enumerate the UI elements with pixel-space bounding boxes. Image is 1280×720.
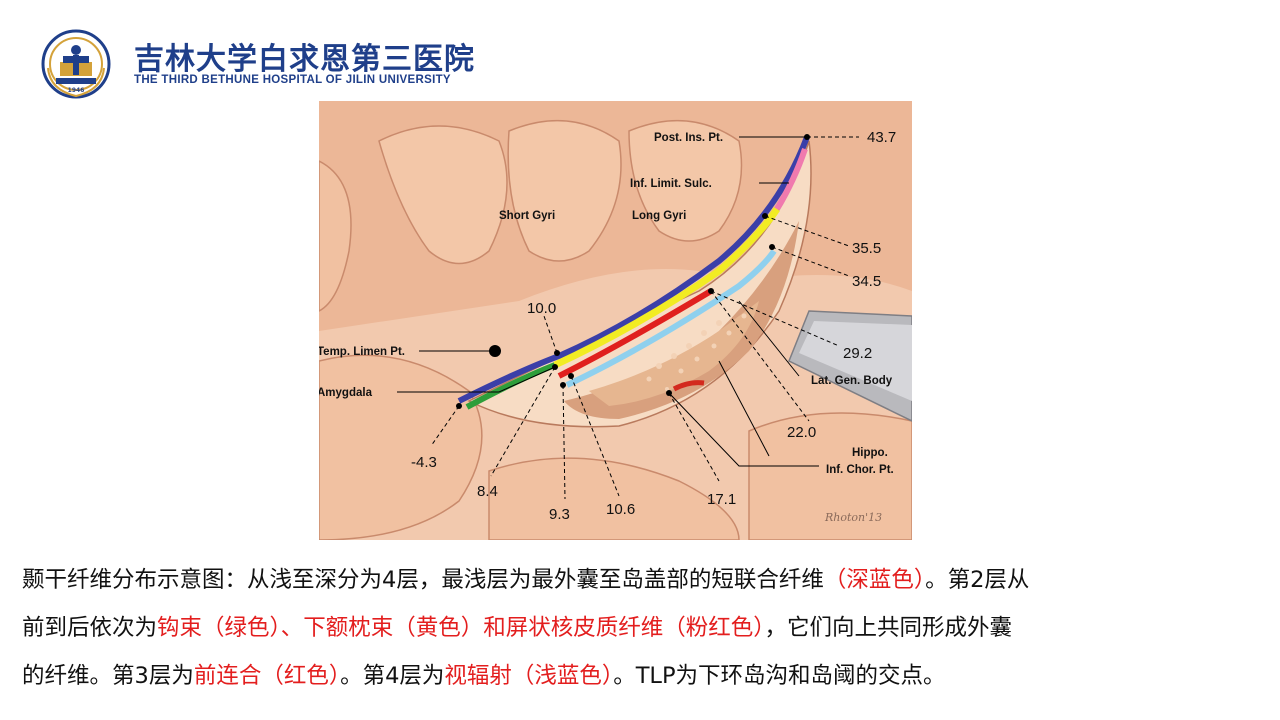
caption-highlight-deep-blue: （深蓝色）	[823, 567, 926, 593]
hospital-seal-logo: 1946	[41, 29, 111, 99]
layer-light-blue-optic-radiation	[565, 249, 777, 388]
temporal-gyrus-1	[319, 354, 483, 540]
caption-text: 。TLP为下环岛沟和岛阈的交点。	[613, 663, 946, 689]
caption-highlight-layer2: 钩束（绿色）、下额枕束（黄色）和屏状核皮质纤维（粉红色）	[157, 615, 765, 641]
long-gyrus-1	[507, 119, 622, 262]
value-43-7: 43.7	[867, 129, 896, 146]
value-10-6: 10.6	[606, 501, 635, 518]
label-amygdala: Amygdala	[319, 387, 373, 399]
caption-text: ，它们向上共同形成外囊	[764, 615, 1013, 641]
value-10-0: 10.0	[527, 300, 556, 317]
layer-yellow-ifof	[553, 207, 780, 369]
leader-lines	[397, 136, 819, 467]
value-17-1: 17.1	[707, 491, 736, 508]
choroid-plexus-dots	[646, 313, 747, 391]
artist-signature: Rhoton'13	[824, 511, 882, 524]
caption-line-3: 的纤维。第3层为前连合（红色）。第4层为视辐射（浅蓝色）。TLP为下环岛沟和岛阈…	[22, 652, 1242, 700]
label-post-ins: Post. Ins. Pt.	[654, 132, 723, 144]
layer-green-uncinate	[465, 362, 557, 410]
caption-line-2: 前到后依次为钩束（绿色）、下额枕束（黄色）和屏状核皮质纤维（粉红色），它们向上共…	[22, 604, 1242, 652]
temporal-gyrus-3	[748, 412, 912, 540]
figure-caption: 颞干纤维分布示意图：从浅至深分为4层，最浅层为最外囊至岛盖部的短联合纤维（深蓝色…	[22, 556, 1242, 700]
layer-pink-claustrocortical	[774, 148, 808, 211]
caption-text: 。第4层为	[340, 663, 445, 689]
value-34-5: 34.5	[852, 273, 881, 290]
label-temp-limen: Temp. Limen Pt.	[319, 346, 405, 358]
label-hippo: Hippo.	[852, 447, 888, 459]
hospital-header: 1946 吉林大学白求恩第三医院 THE THIRD BETHUNE HOSPI…	[36, 28, 476, 100]
layer-red-anterior-commissure	[557, 288, 713, 379]
dashed-leader-lines	[430, 136, 859, 500]
temp-limen-point	[489, 345, 501, 357]
value-8-4: 8.4	[477, 483, 498, 500]
caption-text: 前到后依次为	[22, 615, 158, 641]
short-gyrus-1	[378, 125, 508, 265]
value-22-0: 22.0	[787, 424, 816, 441]
value-neg4-3: -4.3	[411, 454, 437, 471]
hippocampus	[589, 301, 759, 406]
label-long-gyri: Long Gyri	[632, 210, 686, 222]
hospital-name-cn: 吉林大学白求恩第三医院	[134, 42, 475, 77]
temporal-gyrus-2	[488, 457, 740, 540]
hospital-name-en: THE THIRD BETHUNE HOSPITAL OF JILIN UNIV…	[134, 74, 451, 86]
seal-year: 1946	[68, 87, 85, 94]
value-9-3: 9.3	[549, 506, 570, 523]
value-35-5: 35.5	[852, 240, 881, 257]
caption-line-1: 颞干纤维分布示意图：从浅至深分为4层，最浅层为最外囊至岛盖部的短联合纤维（深蓝色…	[22, 556, 1242, 604]
frontal-operculum	[319, 160, 352, 312]
long-gyrus-2	[628, 119, 743, 242]
caption-text: 。第2层从	[925, 567, 1030, 593]
label-inf-chor: Inf. Chor. Pt.	[826, 464, 894, 476]
temporal-stem-diagram: Short Gyri Long Gyri Temp. Limen Pt. Amy…	[319, 101, 912, 540]
caption-highlight-optic-radiation: 视辐射（浅蓝色）	[444, 663, 614, 689]
caption-text: 的纤维。第3层为	[22, 663, 194, 689]
caption-text: 颞干纤维分布示意图：从浅至深分为4层，最浅层为最外囊至岛盖部的短联合纤维	[22, 567, 824, 593]
label-inf-limit: Inf. Limit. Sulc.	[630, 178, 712, 190]
layer-deep-blue	[457, 135, 810, 404]
label-short-gyri: Short Gyri	[499, 210, 555, 222]
choroidal-artery	[672, 380, 705, 392]
label-lat-gen-body: Lat. Gen. Body	[811, 375, 893, 387]
value-29-2: 29.2	[843, 345, 872, 362]
caption-highlight-anterior-commissure: 前连合（红色）	[193, 663, 341, 689]
